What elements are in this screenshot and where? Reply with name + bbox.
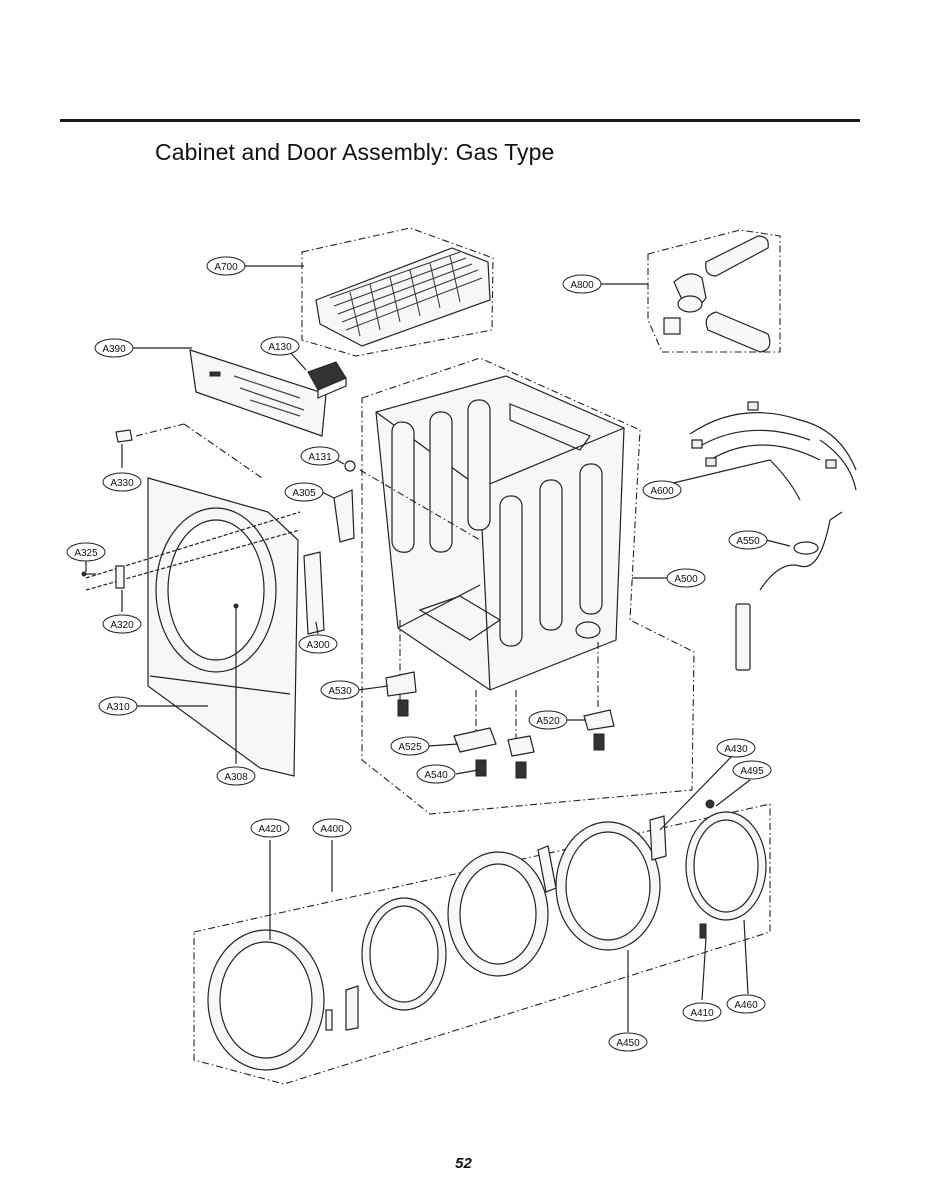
header-rule bbox=[60, 119, 860, 122]
part-duct-kit bbox=[647, 229, 781, 353]
part-bracket-b bbox=[507, 735, 535, 757]
page-title: Cabinet and Door Assembly: Gas Type bbox=[155, 139, 555, 165]
callout-a700: A700 bbox=[206, 256, 246, 276]
svg-text:A420: A420 bbox=[258, 824, 282, 835]
svg-text:A390: A390 bbox=[102, 344, 126, 355]
svg-text:A525: A525 bbox=[398, 742, 422, 753]
callout-a130: A130 bbox=[260, 336, 300, 356]
part-bracket-a525 bbox=[453, 727, 497, 753]
part-power-cord bbox=[759, 511, 843, 591]
svg-text:A305: A305 bbox=[292, 488, 316, 499]
callout-a131: A131 bbox=[300, 446, 340, 466]
callout-a540: A540 bbox=[416, 764, 456, 784]
svg-text:A540: A540 bbox=[424, 770, 448, 781]
svg-text:A330: A330 bbox=[110, 478, 134, 489]
callout-a520: A520 bbox=[528, 710, 568, 730]
part-leg-3 bbox=[515, 761, 527, 779]
part-top-grille bbox=[301, 227, 494, 357]
callout-a410: A410 bbox=[682, 1002, 722, 1022]
callout-a460: A460 bbox=[726, 994, 766, 1014]
svg-text:A500: A500 bbox=[674, 574, 698, 585]
part-leg-1 bbox=[397, 699, 409, 717]
svg-text:A308: A308 bbox=[224, 772, 248, 783]
page-number: 52 bbox=[455, 1155, 472, 1172]
svg-text:A310: A310 bbox=[106, 702, 130, 713]
part-wire-harness bbox=[689, 401, 857, 501]
callout-a800: A800 bbox=[562, 274, 602, 294]
svg-text:A325: A325 bbox=[74, 548, 98, 559]
part-grommet bbox=[344, 460, 356, 472]
svg-text:A400: A400 bbox=[320, 824, 344, 835]
svg-text:A131: A131 bbox=[308, 452, 332, 463]
callout-a305: A305 bbox=[284, 482, 324, 502]
svg-text:A300: A300 bbox=[306, 640, 330, 651]
callout-a495: A495 bbox=[732, 760, 772, 780]
svg-text:A410: A410 bbox=[690, 1008, 714, 1019]
part-leg-2 bbox=[475, 759, 487, 777]
svg-text:A130: A130 bbox=[268, 342, 292, 353]
part-connector-block bbox=[307, 361, 347, 399]
svg-text:A600: A600 bbox=[650, 486, 674, 497]
svg-text:A430: A430 bbox=[724, 744, 748, 755]
callout-a530: A530 bbox=[320, 680, 360, 700]
svg-text:A550: A550 bbox=[736, 536, 760, 547]
callout-a310: A310 bbox=[98, 696, 138, 716]
callout-a450: A450 bbox=[608, 1032, 648, 1052]
assembly-guides bbox=[135, 423, 599, 745]
part-hinge-strip bbox=[333, 489, 355, 543]
part-terminal-block bbox=[735, 603, 751, 671]
part-bracket-a520 bbox=[583, 709, 615, 731]
callout-a400: A400 bbox=[312, 818, 352, 838]
svg-text:A460: A460 bbox=[734, 1000, 758, 1011]
part-screw-a325 bbox=[81, 571, 96, 577]
callout-a320: A320 bbox=[102, 614, 142, 634]
callout-a600: A600 bbox=[642, 480, 682, 500]
callout-a430: A430 bbox=[716, 738, 756, 758]
callout-a325: A325 bbox=[66, 542, 106, 562]
svg-text:A700: A700 bbox=[214, 262, 238, 273]
callout-a550: A550 bbox=[728, 530, 768, 550]
part-front-panel bbox=[85, 477, 301, 777]
part-hinge bbox=[303, 551, 325, 635]
callout-a330: A330 bbox=[102, 472, 142, 492]
svg-text:A495: A495 bbox=[740, 766, 764, 777]
part-cabinet bbox=[361, 357, 695, 815]
callout-a390: A390 bbox=[94, 338, 134, 358]
part-latch bbox=[115, 429, 133, 443]
callout-a525: A525 bbox=[390, 736, 430, 756]
callout-a420: A420 bbox=[250, 818, 290, 838]
svg-text:A530: A530 bbox=[328, 686, 352, 697]
part-leg-4 bbox=[593, 733, 605, 751]
part-clip bbox=[115, 565, 125, 589]
part-control-bracket bbox=[189, 349, 327, 437]
leader-lines bbox=[85, 265, 791, 1032]
svg-text:A520: A520 bbox=[536, 716, 560, 727]
svg-text:A320: A320 bbox=[110, 620, 134, 631]
callout-a300: A300 bbox=[298, 634, 338, 654]
part-bracket-a530 bbox=[385, 671, 417, 697]
svg-text:A450: A450 bbox=[616, 1038, 640, 1049]
part-door-assembly bbox=[193, 799, 771, 1085]
callout-a308: A308 bbox=[216, 766, 256, 786]
callout-a500: A500 bbox=[666, 568, 706, 588]
svg-text:A800: A800 bbox=[570, 280, 594, 291]
